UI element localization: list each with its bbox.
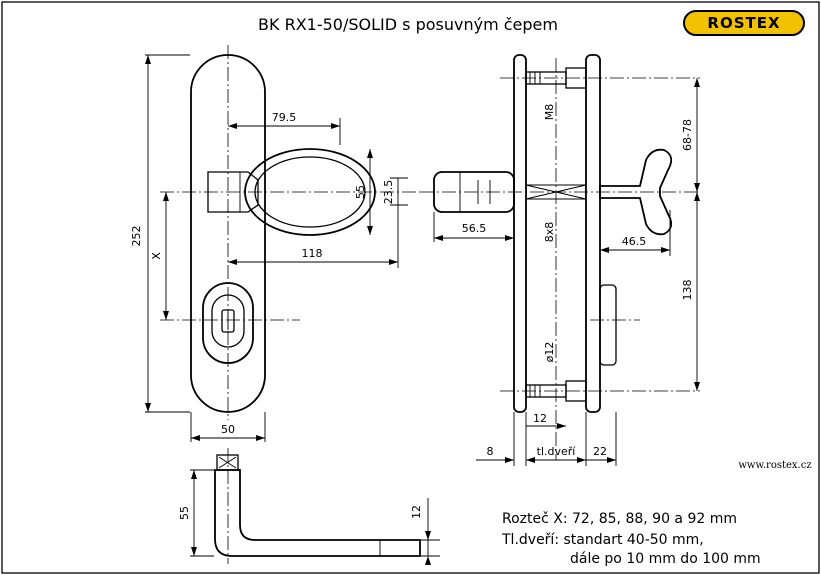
- note-door-thickness-extra: dále po 10 mm do 100 mm: [570, 551, 761, 567]
- dim-50: 50: [221, 423, 235, 436]
- note-pitch: Rozteč X: 72, 85, 88, 90 a 92 mm: [502, 511, 737, 527]
- drawing-title: BK RX1-50/SOLID s posuvným čepem: [258, 15, 558, 34]
- keyhole: [221, 309, 235, 333]
- dim-8x8: 8x8: [543, 222, 556, 243]
- dim-23-5: 23.5: [382, 180, 395, 205]
- side-cylinder: [599, 284, 617, 366]
- dim-dia-12: ø12: [543, 342, 556, 363]
- dim-68-78: 68-78: [681, 119, 694, 151]
- dim-55-lever: 55: [178, 506, 191, 520]
- dim-252: 252: [130, 226, 143, 247]
- rostex-logo: ROSTEX: [683, 10, 805, 36]
- dim-138: 138: [681, 280, 694, 301]
- dim-22: 22: [593, 445, 607, 458]
- notes-block: Rozteč X: 72, 85, 88, 90 a 92 mm Tl.dveř…: [501, 511, 761, 567]
- sliding-knob: [433, 171, 515, 213]
- dim-56-5: 56.5: [462, 222, 487, 235]
- dim-12-lever: 12: [410, 505, 423, 519]
- note-door-thickness: Tl.dveří: standart 40-50 mm,: [501, 532, 704, 548]
- lever-handle: [599, 148, 673, 236]
- dim-8: 8: [487, 445, 494, 458]
- handle-top-view: 55 12: [178, 448, 440, 565]
- dim-55-rose: 55: [354, 185, 367, 199]
- website: www.rostex.cz: [738, 460, 811, 471]
- front-view: 252 X 79.5 55 23.5 118 50: [130, 45, 420, 442]
- logo-text: ROSTEX: [707, 14, 780, 32]
- dim-118: 118: [302, 247, 323, 260]
- handle-stub: [207, 171, 259, 213]
- side-plate-left: [513, 54, 527, 413]
- dim-m8: M8: [543, 104, 556, 121]
- dim-x: X: [150, 252, 163, 260]
- cylinder-cover: [202, 282, 254, 364]
- dim-12-bolt: 12: [533, 412, 547, 425]
- dim-79-5: 79.5: [272, 111, 297, 124]
- dim-46-5: 46.5: [622, 235, 647, 248]
- side-view: M8 8x8 ø12 56.5 46.5 68-78 138 12: [420, 54, 700, 466]
- lever-profile: [214, 469, 421, 557]
- side-plate-right: [585, 54, 601, 413]
- dim-door-thickness: tl.dveří: [537, 445, 577, 458]
